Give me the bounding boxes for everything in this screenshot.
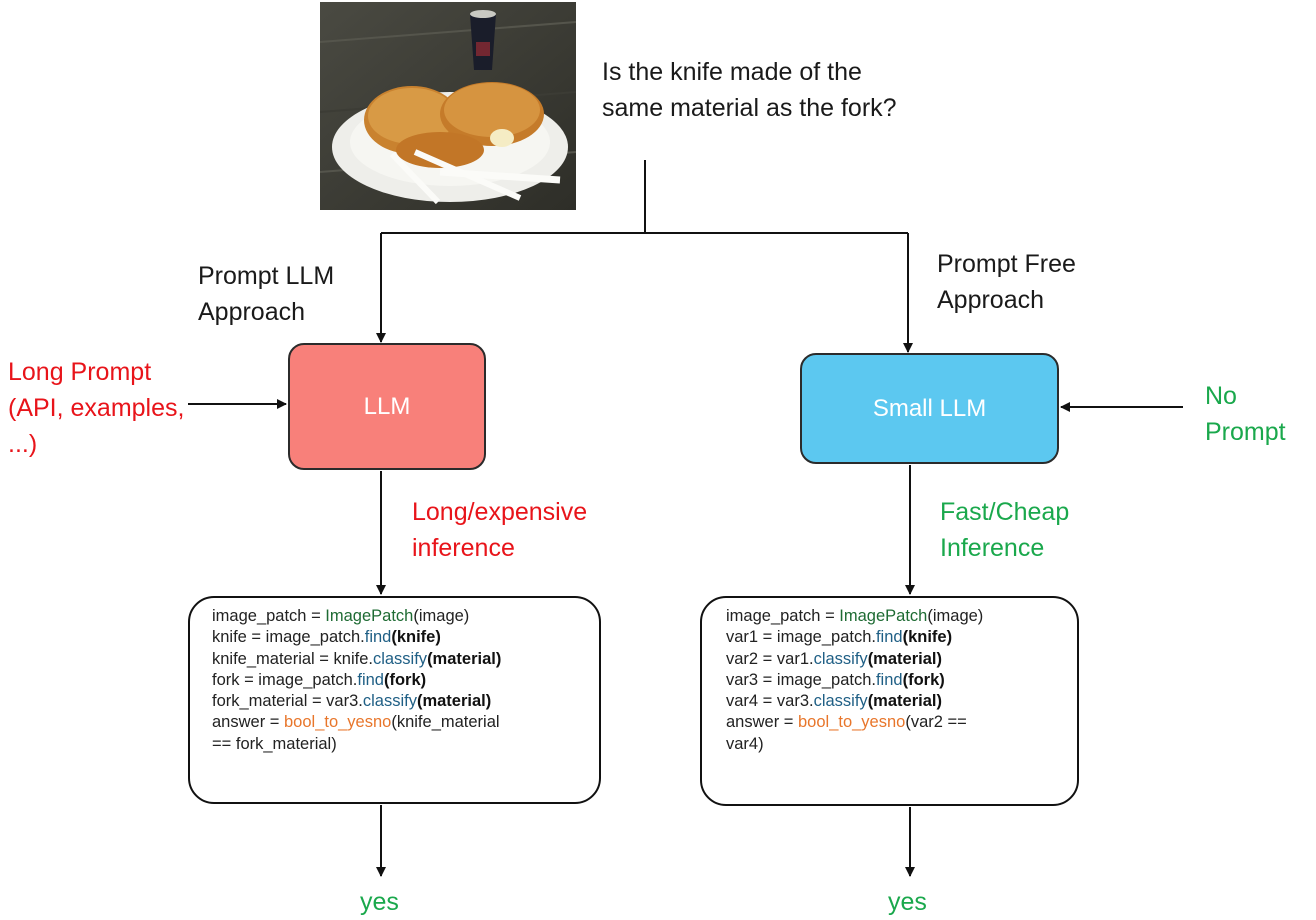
code-token: var3 = image_patch. — [726, 670, 876, 689]
code-token: (knife) — [902, 628, 953, 647]
small-llm-box: Small LLM — [800, 353, 1059, 464]
code-token: var2 = var1. — [726, 649, 814, 668]
code-line: var3 = image_patch.find(fork) — [726, 670, 1067, 691]
code-token: ImagePatch — [839, 607, 928, 625]
code-token: var1 = image_patch. — [726, 628, 876, 647]
code-line: knife = image_patch.find(knife) — [212, 627, 589, 648]
code-token: fork_material = var3. — [212, 692, 363, 711]
code-token: bool_to_yesno — [284, 713, 392, 732]
code-token: (material) — [867, 649, 942, 668]
code-line: knife_material = knife.classify(material… — [212, 649, 589, 670]
code-token: (var2 == — [905, 713, 967, 732]
code-token: find — [357, 670, 384, 689]
prompt-free-approach-label: Prompt Free Approach — [937, 250, 1076, 314]
code-token: (material) — [427, 649, 502, 668]
llm-box: LLM — [288, 343, 486, 470]
code-token: (material) — [416, 692, 492, 711]
code-line: var4 = var3.classify(material) — [726, 691, 1067, 712]
code-token: knife_material = knife. — [212, 649, 373, 668]
code-token: fork = image_patch. — [212, 670, 358, 689]
right-code-box: image_patch = ImagePatch(image)var1 = im… — [700, 596, 1079, 806]
code-token: image_patch = — [726, 607, 840, 625]
prompt-llm-approach-label: Prompt LLM Approach — [198, 262, 335, 326]
code-token: answer = — [726, 713, 798, 732]
code-line: fork = image_patch.find(fork) — [212, 670, 589, 691]
code-line: image_patch = ImagePatch(image) — [726, 606, 1067, 627]
left-output-yes: yes — [360, 888, 399, 916]
left-code-box: image_patch = ImagePatch(image)knife = i… — [188, 596, 601, 804]
code-token: find — [364, 628, 392, 647]
llm-box-label: LLM — [363, 392, 411, 420]
code-line: == fork_material) — [212, 734, 589, 755]
code-token: var4) — [726, 734, 764, 753]
code-token: (knife) — [391, 628, 441, 647]
code-token: find — [875, 628, 903, 647]
code-token: (fork) — [383, 670, 427, 689]
long-expensive-inference-label: Long/expensive inference — [412, 498, 588, 562]
code-token: (image) — [413, 607, 470, 625]
code-token: == fork_material) — [212, 734, 337, 753]
code-token: classify — [813, 649, 868, 668]
code-line: var4) — [726, 734, 1067, 755]
code-token: ImagePatch — [325, 607, 414, 625]
code-line: fork_material = var3.classify(material) — [212, 691, 589, 712]
code-token: bool_to_yesno — [798, 713, 906, 732]
pancake-photo — [320, 2, 576, 210]
code-token: classify — [372, 649, 428, 668]
code-line: var1 = image_patch.find(knife) — [726, 627, 1067, 648]
fast-cheap-inference-label: Fast/Cheap Inference — [940, 498, 1070, 562]
code-line: answer = bool_to_yesno(knife_material — [212, 712, 589, 733]
code-token: (material) — [867, 692, 942, 711]
code-line: var2 = var1.classify(material) — [726, 649, 1067, 670]
code-token: var4 = var3. — [726, 692, 814, 711]
long-prompt-label: Long Prompt (API, examples, ...) — [8, 358, 185, 458]
right-output-yes: yes — [888, 888, 927, 916]
small-llm-box-label: Small LLM — [872, 394, 987, 422]
question-text: Is the knife made of the same material a… — [602, 58, 897, 122]
code-token: answer = — [212, 713, 284, 732]
code-token: knife = image_patch. — [212, 628, 365, 647]
code-token: (image) — [927, 607, 984, 625]
code-token: classify — [362, 692, 417, 711]
code-line: image_patch = ImagePatch(image) — [212, 606, 589, 627]
no-prompt-label: No Prompt — [1205, 382, 1286, 446]
code-token: (fork) — [902, 670, 945, 689]
code-token: (knife_material — [391, 713, 500, 732]
code-token: classify — [813, 692, 868, 711]
code-token: find — [875, 670, 903, 689]
code-line: answer = bool_to_yesno(var2 == — [726, 712, 1067, 733]
code-token: image_patch = — [212, 607, 326, 625]
